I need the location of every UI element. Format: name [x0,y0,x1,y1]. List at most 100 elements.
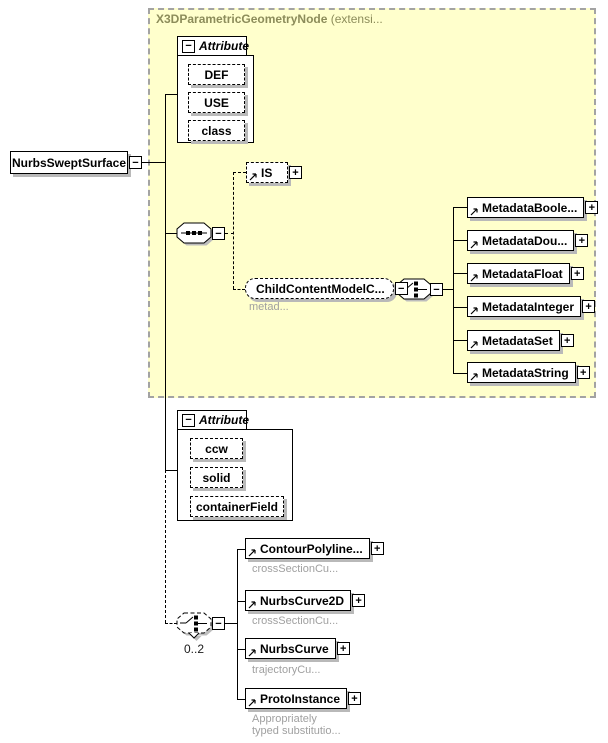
attribute-group-2-header: − Attribute [177,410,249,430]
root-element[interactable]: NurbsSweptSurface [10,151,128,174]
attribute-solid[interactable]: solid [190,467,243,488]
child-content-row: ChildContentModelC... − [245,278,408,299]
curve-ref-label: ProtoInstance [260,691,341,706]
expand-toggle-icon[interactable]: + [576,366,590,379]
attribute-class[interactable]: class [188,120,245,141]
attribute-use[interactable]: USE [188,92,245,113]
attribute-group-1-header: − Attribute [177,36,249,56]
expand-toggle-icon[interactable]: + [336,642,350,655]
collapse-toggle-icon[interactable]: − [129,156,142,169]
metadata-ref-row: MetadataSet + [467,330,574,351]
ref-arrow-icon [470,274,478,282]
ref-arrow-icon [248,699,256,707]
metadata-set-ref[interactable]: MetadataSet [467,330,560,351]
connector-choice-meta [443,289,453,290]
nurbscurve2d-ref[interactable]: NurbsCurve2D [245,590,352,611]
curve-ref-label: NurbsCurve [260,641,329,656]
ref-arrow-icon [249,173,257,181]
ref-arrow-icon [248,601,256,609]
connector-meta-2 [453,240,467,241]
repeat-chevron-icon [188,632,200,639]
expand-toggle-icon[interactable]: + [585,201,599,214]
collapse-toggle-icon[interactable]: − [182,413,195,427]
metadata-ref-label: MetadataDou... [482,233,568,248]
occurrence-label: 0..2 [183,642,204,656]
expand-toggle-icon[interactable]: + [348,692,362,705]
contourpolyline-ref[interactable]: ContourPolyline... [245,538,370,559]
ref-arrow-icon [470,241,478,249]
expand-toggle-icon[interactable]: + [560,334,574,347]
attribute-containerfield[interactable]: containerField [190,496,284,517]
curve-annotation-line2: typed substitutio... [252,725,341,737]
metadata-ref-row: MetadataDou... + [467,230,589,251]
ref-arrow-icon [248,649,256,657]
curve-annotation: Appropriately [252,713,317,725]
connector-seq-out [225,233,234,234]
connector-meta-branch [453,207,454,373]
curve-annotation: crossSectionCu... [252,615,339,627]
expand-toggle-icon[interactable]: + [570,267,584,280]
expand-toggle-icon[interactable]: + [370,542,384,555]
connector-curve-branch [237,549,238,699]
connector-childcontent [233,289,245,290]
connector-meta-4 [453,307,467,308]
curve-ref-label: ContourPolyline... [260,541,363,556]
sequence-indicator[interactable] [176,222,216,248]
curve-annotation: crossSectionCu... [252,563,339,575]
attribute-def[interactable]: DEF [188,64,245,85]
ref-arrow-icon [470,307,478,315]
is-ref-row: IS + [246,162,302,183]
expand-toggle-icon[interactable]: + [582,300,596,313]
metadata-float-ref[interactable]: MetadataFloat [467,263,570,284]
extension-group-title: X3DParametricGeometryNode (extensi... [156,12,383,26]
connector-root [141,162,165,163]
connector-trunk-dashed [165,470,166,623]
connector-attr1 [165,94,178,95]
collapse-toggle-icon[interactable]: − [212,617,225,630]
metadata-string-ref[interactable]: MetadataString [467,362,576,383]
ref-arrow-icon [470,341,478,349]
attribute-group-2-label: Attribute [199,413,249,427]
connector-attr2 [165,470,178,471]
nurbscurve-ref[interactable]: NurbsCurve [245,638,336,659]
connector-choice2-out [225,623,237,624]
metadata-ref-row: MetadataString + [467,362,590,383]
metadata-ref-label: MetadataString [482,365,569,380]
metadata-integer-ref[interactable]: MetadataInteger [467,296,582,317]
connector-curve-4 [237,699,245,700]
connector-curve-3 [237,649,245,650]
collapse-toggle-icon[interactable]: − [212,227,225,240]
connector-curve-2 [237,601,245,602]
choice-indicator-repeatable[interactable] [176,612,216,643]
metadata-ref-label: MetadataFloat [482,266,563,281]
expand-toggle-icon[interactable]: + [352,594,366,607]
is-ref[interactable]: IS [246,162,288,183]
connector-is [233,172,246,173]
curve-ref-row: ProtoInstance + [245,688,362,709]
connector-meta-1 [453,207,467,208]
curve-ref-label: NurbsCurve2D [260,593,345,608]
extension-group-title-name: X3DParametricGeometryNode [156,12,328,26]
connector-trunk-solid [165,94,166,470]
metadata-boolean-ref[interactable]: MetadataBoole... [467,197,585,218]
curve-ref-row: NurbsCurve2D + [245,590,366,611]
attribute-ccw[interactable]: ccw [190,438,243,459]
connector-curve-1 [237,549,245,550]
collapse-toggle-icon[interactable]: − [182,39,195,53]
curve-ref-row: ContourPolyline... + [245,538,384,559]
protoinstance-ref[interactable]: ProtoInstance [245,688,348,709]
metadata-double-ref[interactable]: MetadataDou... [467,230,575,251]
connector-meta-6 [453,373,467,374]
connector-sequence [165,233,177,234]
expand-toggle-icon[interactable]: + [575,234,589,247]
collapse-toggle-icon[interactable]: − [394,282,408,295]
collapse-toggle-icon[interactable]: − [430,283,443,296]
metadata-ref-row: MetadataBoole... + [467,197,599,218]
metadata-ref-label: MetadataSet [482,333,553,348]
metadata-ref-row: MetadataFloat + [467,263,584,284]
child-content-model[interactable]: ChildContentModelC... [245,278,394,299]
metadata-ref-label: MetadataInteger [482,299,575,314]
expand-toggle-icon[interactable]: + [289,166,302,179]
ref-arrow-icon [470,373,478,381]
